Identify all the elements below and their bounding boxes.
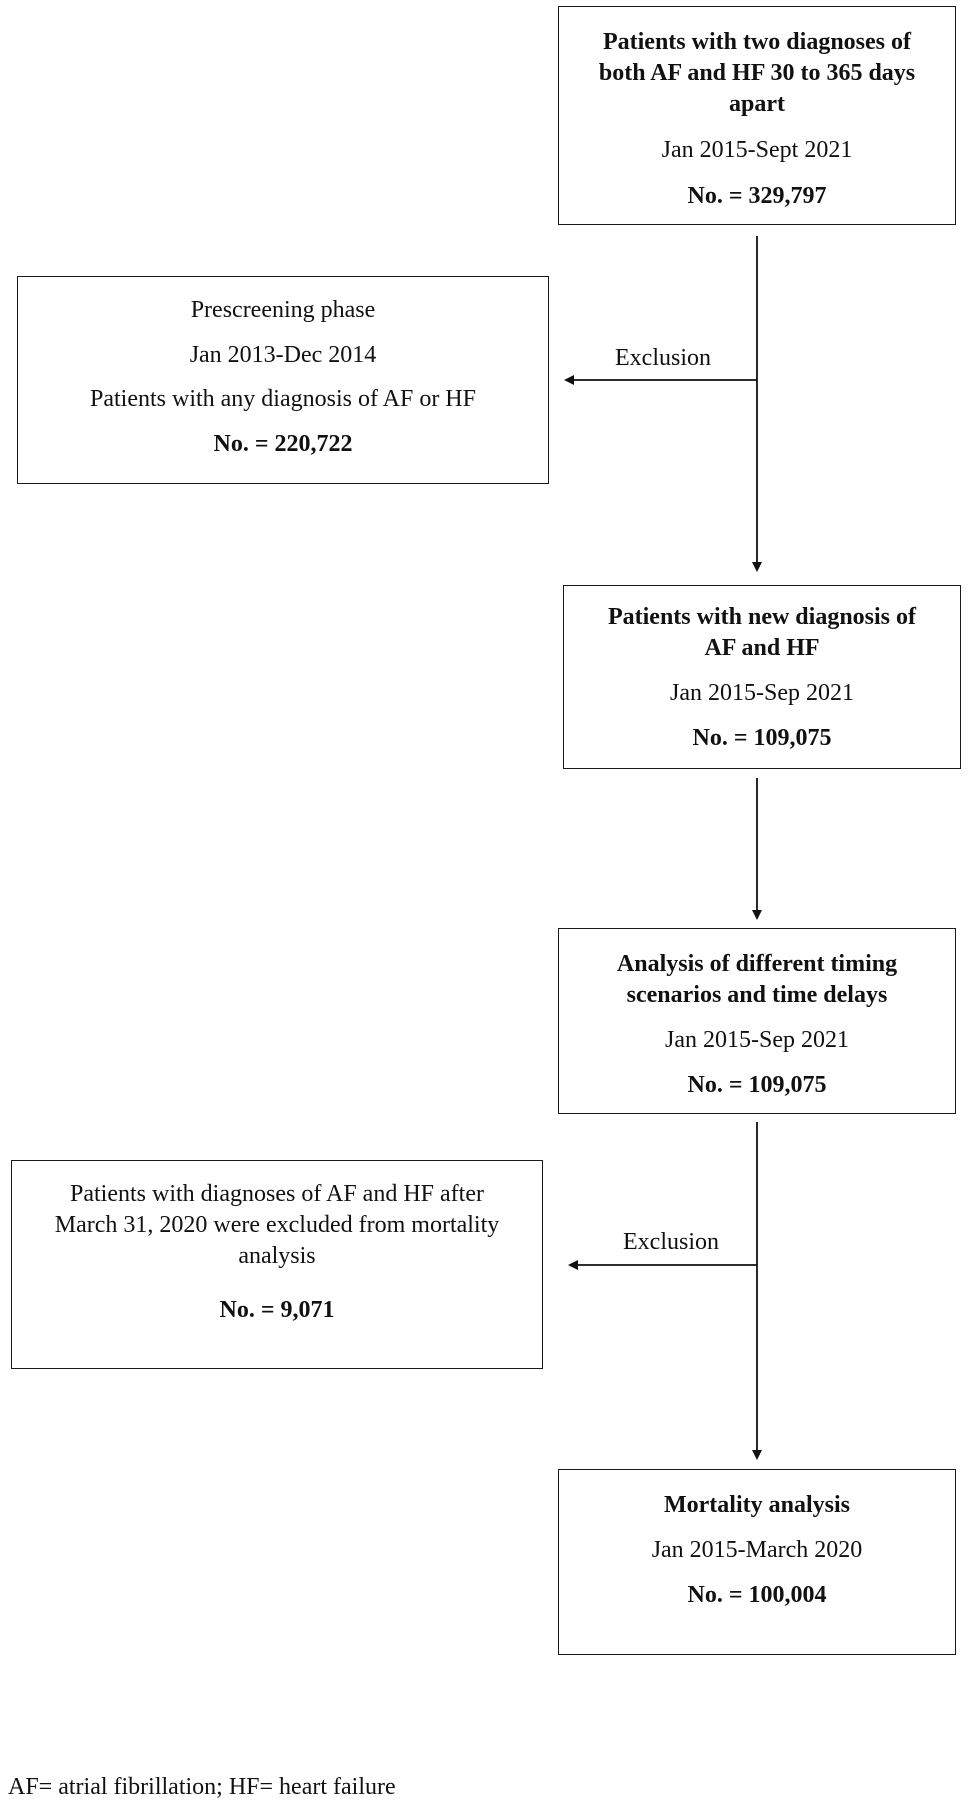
timing-analysis-count: No. = 109,075 xyxy=(687,1072,827,1098)
initial-cohort-title-line-3: apart xyxy=(729,91,785,117)
abbreviation-footnote: AF= atrial fibrillation; HF= heart failu… xyxy=(8,1774,396,1800)
excluded-mortality-line-3: analysis xyxy=(238,1243,316,1269)
new-diagnosis-title-line-1: Patients with new diagnosis of xyxy=(607,604,917,630)
prescreening-description: Patients with any diagnosis of AF or HF xyxy=(89,386,476,412)
initial-cohort-period: Jan 2015-Sept 2021 xyxy=(661,137,853,163)
initial-cohort-box: Patients with two diagnoses of both AF a… xyxy=(558,6,956,225)
initial-cohort-title-line-1: Patients with two diagnoses of xyxy=(602,29,911,55)
prescreening-box: Prescreening phase Jan 2013-Dec 2014 Pat… xyxy=(17,276,549,484)
timing-analysis-box: Analysis of different timing scenarios a… xyxy=(558,928,956,1114)
exclusion-label-2: Exclusion xyxy=(623,1229,719,1255)
initial-cohort-title-line-2: both AF and HF 30 to 365 days xyxy=(598,60,916,86)
prescreening-count: No. = 220,722 xyxy=(213,431,353,457)
timing-analysis-period: Jan 2015-Sep 2021 xyxy=(665,1027,849,1053)
excluded-mortality-line-1: Patients with diagnoses of AF and HF aft… xyxy=(70,1181,484,1207)
mortality-analysis-count: No. = 100,004 xyxy=(687,1582,827,1608)
mortality-analysis-period: Jan 2015-March 2020 xyxy=(651,1537,863,1563)
timing-analysis-title-line-2: scenarios and time delays xyxy=(626,982,888,1008)
prescreening-period: Jan 2013-Dec 2014 xyxy=(189,342,377,368)
excluded-mortality-count: No. = 9,071 xyxy=(219,1297,335,1323)
new-diagnosis-count: No. = 109,075 xyxy=(692,725,832,751)
mortality-analysis-title: Mortality analysis xyxy=(664,1492,850,1518)
prescreening-title: Prescreening phase xyxy=(190,297,376,323)
new-diagnosis-box: Patients with new diagnosis of AF and HF… xyxy=(563,585,961,769)
initial-cohort-count: No. = 329,797 xyxy=(687,183,827,209)
excluded-mortality-line-2: March 31, 2020 were excluded from mortal… xyxy=(54,1212,500,1238)
mortality-analysis-box: Mortality analysis Jan 2015-March 2020 N… xyxy=(558,1469,956,1655)
excluded-mortality-box: Patients with diagnoses of AF and HF aft… xyxy=(11,1160,543,1369)
new-diagnosis-period: Jan 2015-Sep 2021 xyxy=(670,680,854,706)
timing-analysis-title-line-1: Analysis of different timing xyxy=(616,951,898,977)
new-diagnosis-title-line-2: AF and HF xyxy=(704,635,820,661)
exclusion-label-1: Exclusion xyxy=(615,345,711,371)
